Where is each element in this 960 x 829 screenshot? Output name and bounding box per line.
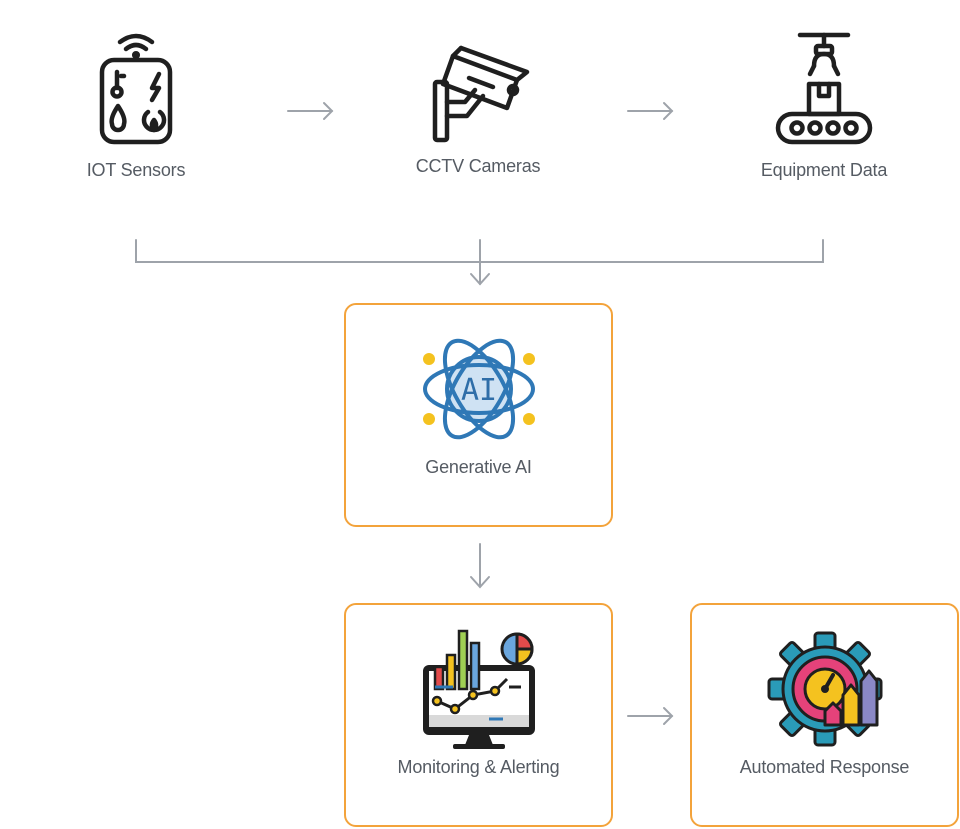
monitoring-alerting-box: Monitoring & Alerting — [344, 603, 613, 827]
generative-ai-box: AI Generative AI — [344, 303, 613, 527]
iot-sensor-icon — [99, 33, 173, 145]
gear-speedometer-icon — [767, 631, 882, 747]
source-label: CCTV Cameras — [415, 156, 541, 176]
source-cctv-cameras: CCTV Cameras — [398, 34, 558, 177]
source-label: Equipment Data — [760, 160, 888, 180]
cctv-camera-icon — [432, 45, 530, 143]
monitoring-alerting-label: Monitoring & Alerting — [397, 757, 560, 777]
automated-response-label: Automated Response — [739, 757, 910, 777]
monitoring-dashboard-icon — [422, 629, 535, 749]
automated-response-box: Automated Response — [690, 603, 959, 827]
source-iot-sensors: IOT Sensors — [56, 30, 216, 181]
generative-ai-label: Generative AI — [425, 457, 532, 477]
ai-icon-text: AI — [460, 373, 496, 408]
source-equipment-data: Equipment Data — [744, 30, 904, 181]
conveyor-equipment-icon — [775, 32, 873, 145]
ai-atom-icon: AI — [422, 338, 535, 440]
source-label: IOT Sensors — [86, 160, 186, 180]
